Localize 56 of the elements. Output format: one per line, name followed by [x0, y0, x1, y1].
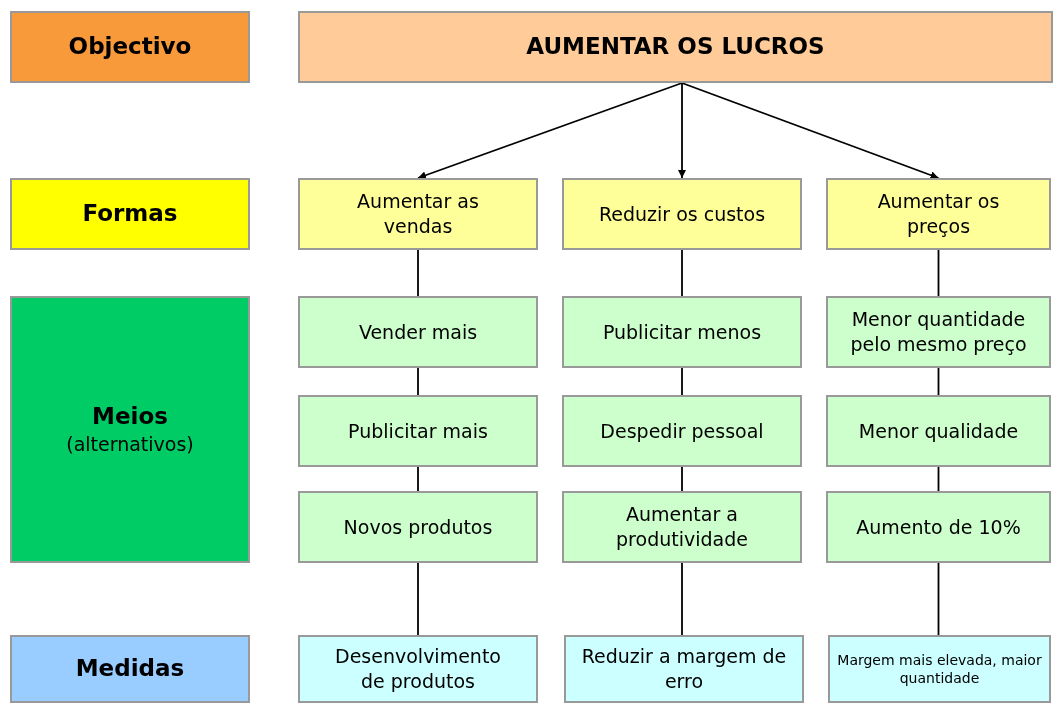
connector-line	[417, 466, 419, 492]
box-label: Publicitar mais	[347, 418, 489, 444]
form-box	[298, 178, 538, 250]
means-box	[298, 491, 538, 563]
box-label: Novos produtos	[342, 514, 494, 540]
form-box	[562, 178, 802, 250]
connector-line	[937, 466, 940, 492]
box-label: Margem mais elevada, maior quantidade	[836, 650, 1043, 688]
means-box	[562, 395, 802, 467]
box-label: Formas	[81, 199, 179, 229]
row-header	[10, 296, 250, 563]
means-box	[826, 296, 1051, 368]
box-label: Menor qualidade	[857, 418, 1020, 444]
arrow	[681, 82, 940, 179]
box-label: Reduzir os custos	[597, 201, 767, 227]
connector-line	[417, 562, 419, 636]
row-header	[10, 11, 250, 83]
box-label: Aumentar a produtividade	[615, 502, 749, 552]
box-label: Despedir pessoal	[599, 418, 765, 444]
connector-line	[417, 249, 419, 297]
connector-line	[681, 466, 683, 492]
box-label: Aumentar as vendas	[356, 189, 480, 239]
row-header	[10, 635, 250, 703]
connector-line	[937, 367, 940, 396]
goal-box	[298, 11, 1053, 83]
box-label: Objectivo	[67, 32, 193, 62]
means-box	[562, 296, 802, 368]
box-sublabel: (alternativos)	[65, 432, 195, 457]
means-box	[826, 491, 1051, 563]
box-label: Meios	[91, 402, 169, 432]
box-label: Aumento de 10%	[855, 514, 1022, 540]
form-box	[826, 178, 1051, 250]
means-box	[562, 491, 802, 563]
means-box	[298, 296, 538, 368]
box-label: Aumentar os preços	[876, 189, 1001, 239]
box-label: Reduzir a margem de erro	[580, 644, 788, 694]
row-header	[10, 178, 250, 250]
measure-box	[298, 635, 538, 703]
arrow	[417, 82, 683, 180]
means-box	[826, 395, 1051, 467]
connector-line	[417, 367, 419, 396]
measure-box	[564, 635, 804, 703]
box-label: Menor quantidade pelo mesmo preço	[849, 307, 1028, 357]
connector-line	[937, 562, 940, 636]
connector-line	[937, 249, 940, 297]
connector-line	[681, 249, 683, 297]
box-label: Desenvolvimento de produtos	[334, 644, 502, 694]
box-label: Vender mais	[357, 319, 479, 345]
connector-line	[681, 562, 683, 636]
arrow	[678, 82, 686, 179]
box-label: Medidas	[74, 654, 186, 684]
box-label: Publicitar menos	[601, 319, 763, 345]
connector-line	[681, 367, 683, 396]
measure-box	[828, 635, 1051, 703]
means-box	[298, 395, 538, 467]
box-label: AUMENTAR OS LUCROS	[525, 32, 826, 62]
